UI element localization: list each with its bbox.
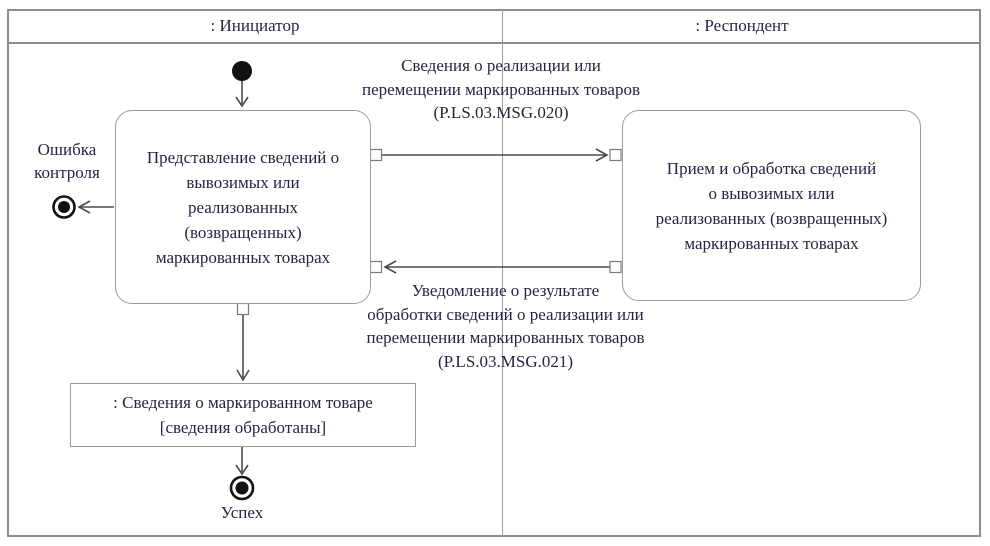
message-text-line: перемещении маркированных товаров — [366, 328, 645, 347]
object-text-line: : Сведения о маркированном товаре — [113, 393, 373, 412]
error-terminal-label: Ошибка контроля — [18, 138, 116, 184]
success-terminal-label: Успех — [220, 503, 264, 522]
activity-present-info: Представление сведений о вывозимых или р… — [115, 110, 371, 304]
message-label-forward: Сведения о реализации или перемещении ма… — [320, 54, 682, 125]
error-label-line: Ошибка — [37, 140, 97, 159]
activity-text-line: реализованных (возвращенных) — [655, 208, 888, 228]
activity-text-line: маркированных товарах — [155, 247, 331, 267]
activity-text-line: (возвращенных) — [184, 222, 302, 242]
activity-receive-process-info: Прием и обработка сведений о вывозимых и… — [622, 110, 921, 301]
lane-title-respondent: : Респондент — [695, 16, 789, 35]
lane-divider — [502, 9, 503, 537]
activity-text-line: Представление сведений о — [146, 147, 340, 167]
activity-text-line: маркированных товарах — [684, 233, 859, 253]
message-text-line: перемещении маркированных товаров — [361, 79, 640, 99]
message-label-reply: Уведомление о результате обработки сведе… — [318, 279, 693, 373]
object-text-line: [сведения обработаны] — [159, 418, 327, 437]
message-text-line: (P.LS.03.MSG.021) — [437, 351, 574, 371]
message-text-line: Уведомление о результате — [411, 281, 600, 300]
object-node-marked-goods-info: : Сведения о маркированном товаре [сведе… — [70, 383, 416, 447]
diagram-border — [7, 9, 981, 537]
message-text-line: Сведения о реализации или — [401, 56, 601, 75]
activity-text-line: вывозимых или — [186, 172, 300, 192]
activity-text-line: реализованных — [187, 197, 299, 217]
message-text-line: обработки сведений о реализации или — [367, 304, 644, 324]
activity-text-line: о вывозимых или — [708, 183, 835, 203]
error-label-line: контроля — [34, 163, 100, 182]
lane-title-initiator: : Инициатор — [210, 16, 300, 35]
message-text-line: (P.LS.03.MSG.020) — [433, 103, 569, 122]
header-separator — [7, 42, 981, 44]
activity-text-line: Прием и обработка сведений — [666, 158, 877, 178]
